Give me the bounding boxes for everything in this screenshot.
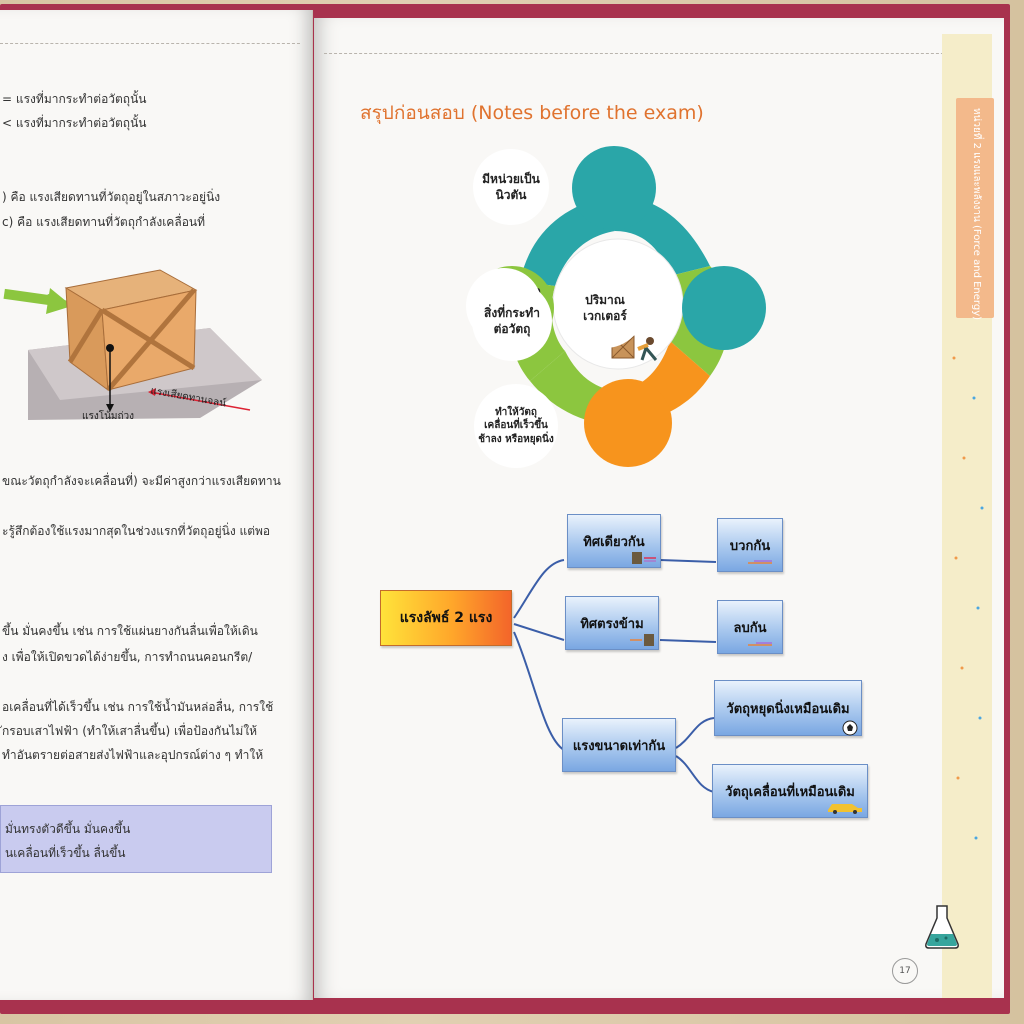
text-line: < แรงที่มากระทำต่อวัตถุนั้น	[2, 116, 147, 130]
concept-top: มีหน่วยเป็น นิวตัน	[473, 149, 549, 225]
text-line: ทำอันตรายต่อสายส่งไฟฟ้าและอุปกรณ์ต่าง ๆ …	[2, 748, 264, 762]
right-page: สรุปก่อนสอบ (Notes before the exam) หน่ว…	[314, 18, 1004, 998]
crate-friction-illustration	[3, 269, 262, 420]
page-divider	[324, 53, 964, 54]
concept-bottom: ทำให้วัตถุ เคลื่อนที่เร็วขึ้น ช้าลง หรือ…	[474, 384, 558, 468]
text-line: ) คือ แรงเสียดทานที่วัตถุอยู่ในสภาวะอยู่…	[2, 190, 221, 204]
normal-force-label: แรงโน้มถ่วง	[82, 411, 135, 422]
summary-line: นเคลื่อนที่เร็วขึ้น ลื่นขึ้น	[5, 846, 126, 860]
concept-right: ปริมาณ เวกเตอร์	[565, 268, 645, 348]
crate-pull-icon	[630, 634, 654, 646]
text-line: ขึ้น มั่นคงขึ้น เช่น การใช้แผ่นยางกันลื่…	[2, 624, 258, 638]
text-line: ักรอบเสาไฟฟ้า (ทำให้เสาลื่นขึ้น) เพื่อป้…	[2, 724, 258, 738]
arrows-icon	[748, 642, 772, 646]
result-stay-still: วัตถุหยุดนิ่งเหมือนเดิม	[714, 680, 862, 736]
text-line: ง เพื่อให้เปิดขวดได้ง่ายขึ้น, การทำถนนคอ…	[2, 650, 253, 664]
mindmap-root: แรงลัพธ์ 2 แรง	[380, 590, 512, 646]
branch-opposite-direction: ทิศตรงข้าม	[565, 596, 659, 650]
page-number: 17	[892, 958, 918, 984]
text-line: ะรู้สึกต้องใช้แรงมากสุดในช่วงแรกที่วัตถุ…	[2, 524, 271, 538]
text-line: อเคลื่อนที่ได้เร็วขึ้น เช่น การใช้น้ำมัน…	[2, 700, 274, 714]
flask-icon	[925, 905, 959, 949]
soccer-ball-icon	[842, 720, 858, 736]
branch-same-direction: ทิศเดียวกัน	[567, 514, 661, 568]
summary-line: มั่นทรงตัวดีขึ้น มั่นคงขึ้น	[5, 822, 131, 836]
summary-box: มั่นทรงตัวดีขึ้น มั่นคงขึ้น นเคลื่อนที่เ…	[0, 805, 272, 873]
text-line: c) คือ แรงเสียดทานที่วัตถุกำลังเคลื่อนที…	[2, 215, 206, 229]
car-icon	[828, 804, 862, 814]
page-divider	[0, 43, 300, 44]
chapter-tab	[956, 98, 994, 318]
branch-equal-magnitude: แรงขนาดเท่ากัน	[562, 718, 676, 772]
page-title: สรุปก่อนสอบ (Notes before the exam)	[360, 102, 704, 124]
text-line: = แรงที่มากระทำต่อวัตถุนั้น	[2, 92, 147, 106]
decorative-dots	[952, 356, 984, 840]
mindmap-connectors	[513, 559, 717, 793]
crate-icon	[64, 269, 198, 392]
left-page: = แรงที่มากระทำต่อวัตถุนั้น < แรงที่มากร…	[0, 10, 313, 1000]
crate-push-icon	[632, 552, 656, 564]
arrows-icon	[748, 560, 772, 564]
text-line: ขณะวัตถุกำลังจะเคลื่อนที่) จะมีค่าสูงกว่…	[2, 474, 281, 488]
chapter-tab-label: หน่วยที่ 2 แรงและพลังงาน (Force and Ener…	[971, 108, 982, 321]
concept-left: สิ่งที่กระทำ ต่อวัตถุ	[472, 281, 552, 361]
